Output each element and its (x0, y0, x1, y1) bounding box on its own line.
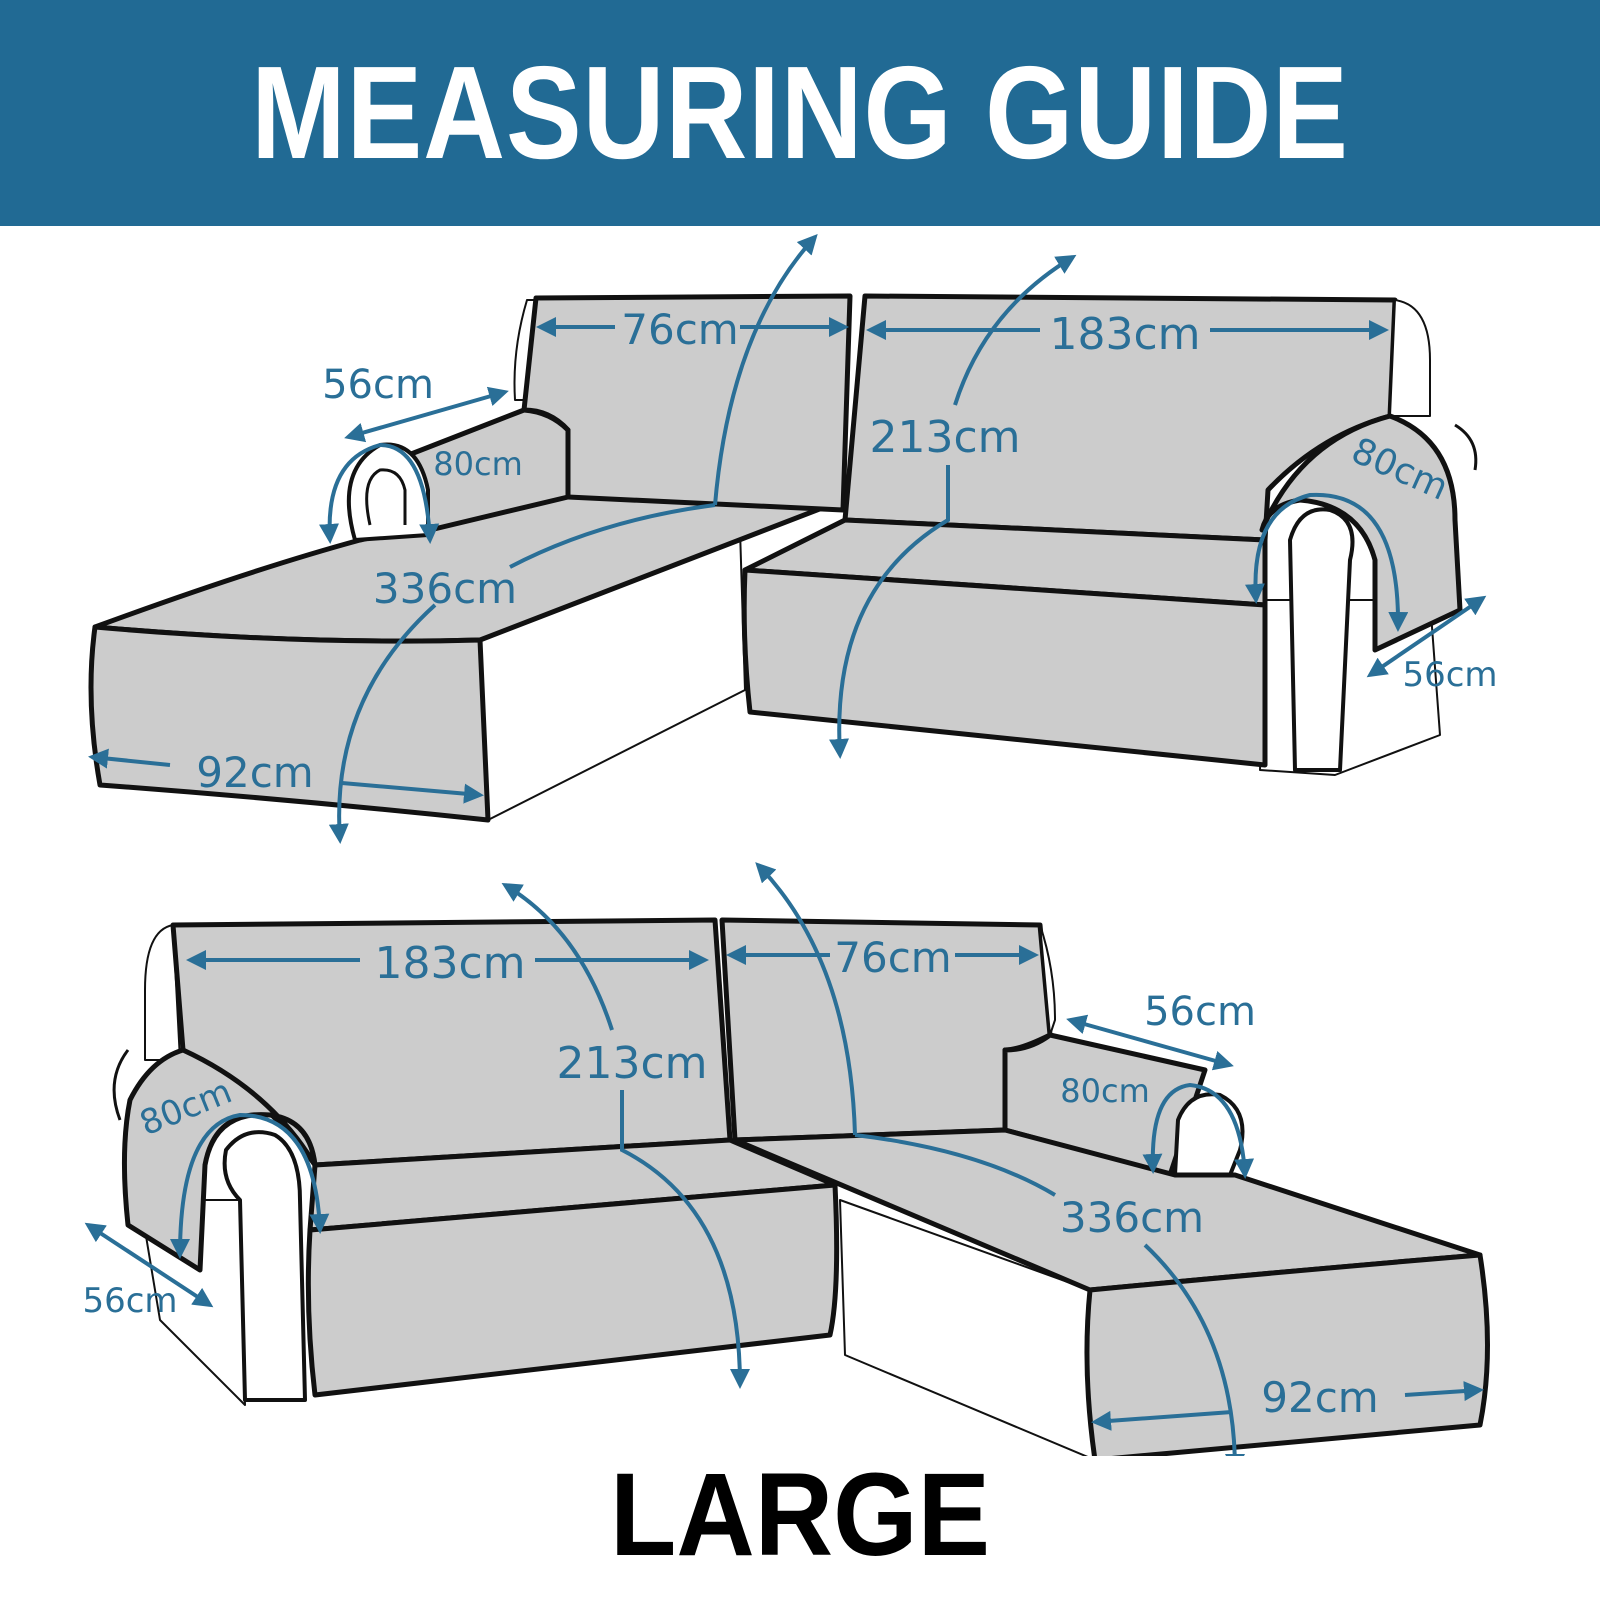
top-chaise-width-arrow (88, 748, 171, 769)
bottom-back-left-label: 183cm (374, 938, 525, 989)
top-chaise-front-cover (88, 624, 491, 823)
top-arm-right-depth-arrow (1366, 595, 1487, 678)
top-arm-left-over-label: 80cm (433, 445, 522, 483)
top-arm-right-over-arrow (1244, 492, 1409, 632)
bottom-chaise-width-label: 92cm (1261, 1373, 1378, 1422)
bottom-dimension-labels: 183cm 76cm 213cm 56cm 80cm 80cm 56cm 336… (82, 933, 1378, 1422)
bottom-arm-left-over-arrow (170, 1112, 330, 1259)
bottom-chaise-length-arrow (1143, 1243, 1245, 1456)
bottom-sofa (112, 917, 1490, 1456)
bottom-chaise-width-arrow (1091, 1410, 1233, 1431)
top-arm-left-depth-label: 56cm (322, 362, 434, 408)
top-arm-right-depth-label: 56cm (1402, 655, 1497, 695)
top-dimension-arrows (88, 234, 1487, 844)
top-right-arm-cover (1259, 413, 1463, 653)
bottom-arm-left-depth-label: 56cm (82, 1281, 177, 1321)
bottom-chaise-front-cover (1084, 1252, 1490, 1456)
bottom-left-front-cover (305, 1182, 840, 1398)
top-depth-arrow-right (953, 254, 1077, 406)
top-right-arm-roll (1288, 507, 1355, 772)
bottom-arm-right-over-label: 80cm (1060, 1072, 1149, 1110)
bottom-arm-right-depth-label: 56cm (1144, 989, 1256, 1035)
top-left-arm-roll (346, 442, 430, 542)
top-sofa (88, 293, 1478, 823)
top-back-left-label: 76cm (621, 305, 738, 354)
top-right-front-cover (741, 567, 1268, 768)
page-title: MEASURING GUIDE (251, 39, 1349, 186)
bottom-depth-arrow-left (501, 882, 614, 1031)
bottom-left-arm-roll (222, 1130, 307, 1402)
bottom-depth-arrow-right (755, 862, 857, 1136)
bottom-chaise-length-label: 336cm (1060, 1193, 1204, 1242)
bottom-depth-label: 213cm (556, 1038, 707, 1089)
top-arm-left-over-arrow (319, 442, 440, 544)
top-back-right-label: 183cm (1049, 309, 1200, 360)
top-depth-arrow-left (713, 234, 818, 506)
bottom-right-arm-roll (1173, 1092, 1245, 1177)
top-chaise-length-arrow (328, 603, 437, 844)
sofa-diagram: 76cm 183cm 213cm 56cm 80cm 80cm 56cm 336… (82, 234, 1498, 1456)
size-label: LARGE (610, 1449, 990, 1581)
bottom-back-right-label: 76cm (834, 933, 951, 982)
bottom-arm-left-depth-arrow (84, 1222, 214, 1308)
bottom-chaise-side (839, 1199, 1096, 1456)
top-chaise-length-label: 336cm (373, 564, 517, 613)
header-banner: MEASURING GUIDE (0, 0, 1600, 226)
top-chaise-width-label: 92cm (196, 748, 313, 797)
top-depth-label: 213cm (869, 412, 1020, 463)
top-arm-left-depth-arrow (344, 386, 509, 443)
bottom-dimension-arrows (84, 862, 1484, 1456)
bottom-arm-right-depth-arrow (1066, 1014, 1234, 1071)
bottom-arm-right-over-arrow (1142, 1082, 1255, 1179)
